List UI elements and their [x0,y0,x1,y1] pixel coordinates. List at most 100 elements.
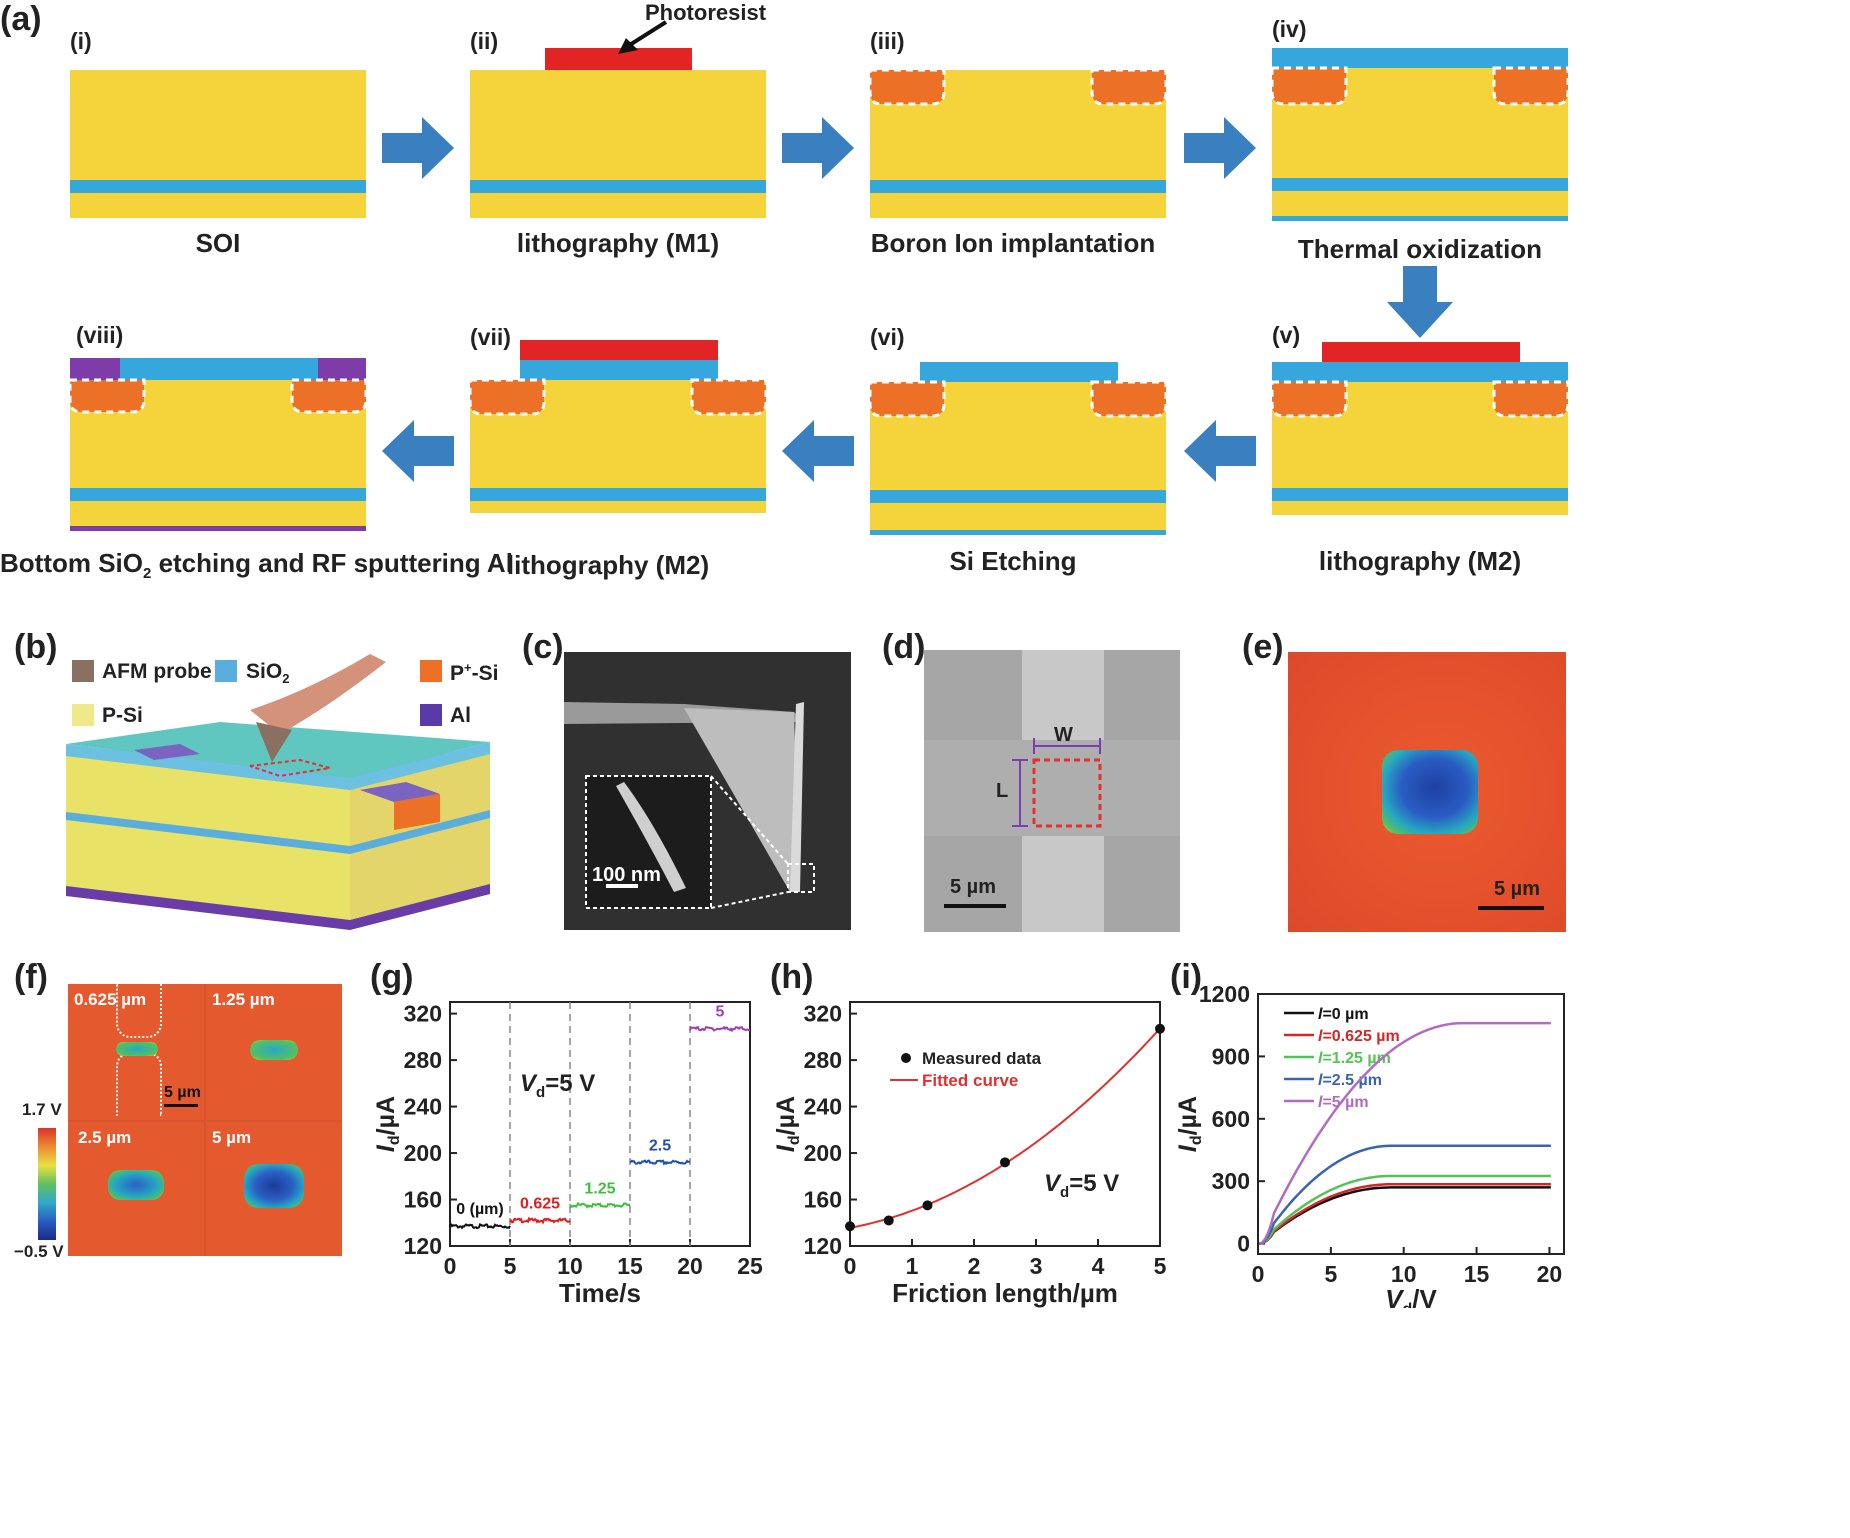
x-tick-label: 20 [1537,1261,1563,1287]
y-tick-label: 280 [404,1047,442,1073]
y-tick-label: 320 [804,1001,842,1027]
arrow-left-3 [382,420,454,482]
width-label: W [1054,724,1073,746]
legend-al-swatch [420,704,442,726]
x-tick-label: 15 [617,1253,643,1279]
chart-g-annotation: Vd=5 V [520,1070,596,1101]
arrow-right-1 [382,117,454,179]
legend-label: l=2.5 µm [1318,1072,1382,1089]
y-tick-label: 120 [804,1233,842,1259]
trace-segment [449,1222,511,1230]
x-tick-label: 25 [737,1253,763,1279]
segment-label: 2.5 [649,1137,671,1154]
panel-c-label: (c) [522,628,564,666]
x-tick-label: 0 [1252,1261,1265,1287]
legend-afm-swatch [72,660,94,682]
panel-e-label: (e) [1242,628,1284,666]
tile3-well [108,1170,164,1200]
y-tick-label: 240 [404,1094,442,1120]
step-vi-diagram [870,362,1168,535]
iv-curve [1259,1183,1551,1245]
step-i-caption: SOI [195,228,241,258]
x-axis-title: Friction length/µm [892,1278,1118,1308]
length-label: L [996,780,1009,802]
y-axis-title: Id/µA [372,1096,403,1152]
x-tick-label: 15 [1464,1261,1490,1287]
plot-frame [449,1001,751,1247]
colorbar [38,1128,56,1240]
step-i-number: (i) [70,28,92,54]
legend-label: l=0.625 µm [1318,1028,1400,1045]
step-iii-caption: Boron Ion implantation [870,228,1156,258]
tile1-well [116,1042,158,1056]
panel-i-label: (i) [1170,958,1203,996]
colorbar-max: 1.7 V [22,1100,62,1119]
y-tick-label: 900 [1212,1043,1250,1069]
optical-scalebar-label: 5 µm [950,876,996,898]
map-scalebar-label: 5 µm [1494,878,1540,900]
y-tick-label: 200 [404,1140,442,1166]
kpfm-tiles: 0.625 µm 1.25 µm 2.5 µm 5 µm 5 µm [68,984,342,1256]
segment-label: 5 [716,1004,725,1021]
photoresist-arrow [618,20,668,54]
legend-afm-label: AFM probe [102,660,212,683]
tile2-label: 1.25 µm [212,990,275,1009]
step-vi-number: (vi) [870,324,905,350]
step-vii-diagram [470,340,768,513]
step-ii-caption: lithography (M1) [516,228,720,258]
step-iii-number: (iii) [870,28,905,54]
x-tick-label: 5 [1324,1261,1337,1287]
legend-sio2-label: SiO2 [246,660,290,687]
step-vii-caption: lithography (M2) [506,550,710,580]
legend-al-label: Al [450,704,471,727]
data-point [1000,1157,1010,1168]
x-tick-label: 0 [844,1253,857,1279]
tiles-scalebar [164,1104,198,1107]
x-axis-title: Vd/V [1385,1284,1437,1308]
legend-psi-plus-label: P+-Si [450,660,499,685]
panel-d-label: (d) [882,628,926,666]
x-tick-label: 5 [1154,1253,1167,1279]
data-point [1155,1023,1165,1034]
y-tick-label: 160 [804,1187,842,1213]
arrow-left-1 [1184,420,1256,482]
step-iv-caption: Thermal oxidization [1297,234,1543,264]
x-tick-label: 0 [444,1253,457,1279]
panel-b-label: (b) [14,628,58,666]
step-v-diagram [1272,342,1570,515]
panel-g-label: (g) [370,958,414,996]
arrow-left-2 [782,420,854,482]
iv-curve [1259,1174,1551,1245]
trace-segment [509,1216,571,1225]
step-vi-caption: Si Etching [949,546,1077,576]
legend-psi-label: P-Si [102,704,143,727]
tiles-scalebar-label: 5 µm [164,1084,201,1101]
data-point [922,1200,933,1211]
iv-curve [1259,1021,1551,1245]
data-point [883,1215,894,1226]
y-tick-label: 280 [804,1047,842,1073]
plot-frame [1257,993,1565,1255]
y-axis-title: Id/µA [1174,1096,1205,1152]
panel-h-label: (h) [770,958,814,996]
y-axis-title: Id/µA [772,1096,803,1152]
y-tick-label: 160 [404,1187,442,1213]
legend-psi-plus-swatch [420,660,442,682]
step-ii-diagram [470,48,766,218]
step-v-number: (v) [1272,322,1301,348]
tile4-label: 5 µm [212,1128,252,1147]
x-tick-label: 3 [1030,1253,1043,1279]
step-iv-diagram [1272,48,1570,221]
optical-image: W L 5 µm [924,650,1180,932]
step-v-caption: lithography (M2) [1318,546,1522,576]
x-tick-label: 20 [677,1253,703,1279]
step-vii-number: (vii) [470,324,511,350]
tile2-well [250,1040,298,1060]
x-tick-label: 4 [1092,1253,1105,1279]
legend-label: l=0 µm [1318,1006,1369,1023]
data-point [845,1221,855,1232]
trace-segment [629,1159,690,1166]
iv-curve [1259,1186,1551,1245]
